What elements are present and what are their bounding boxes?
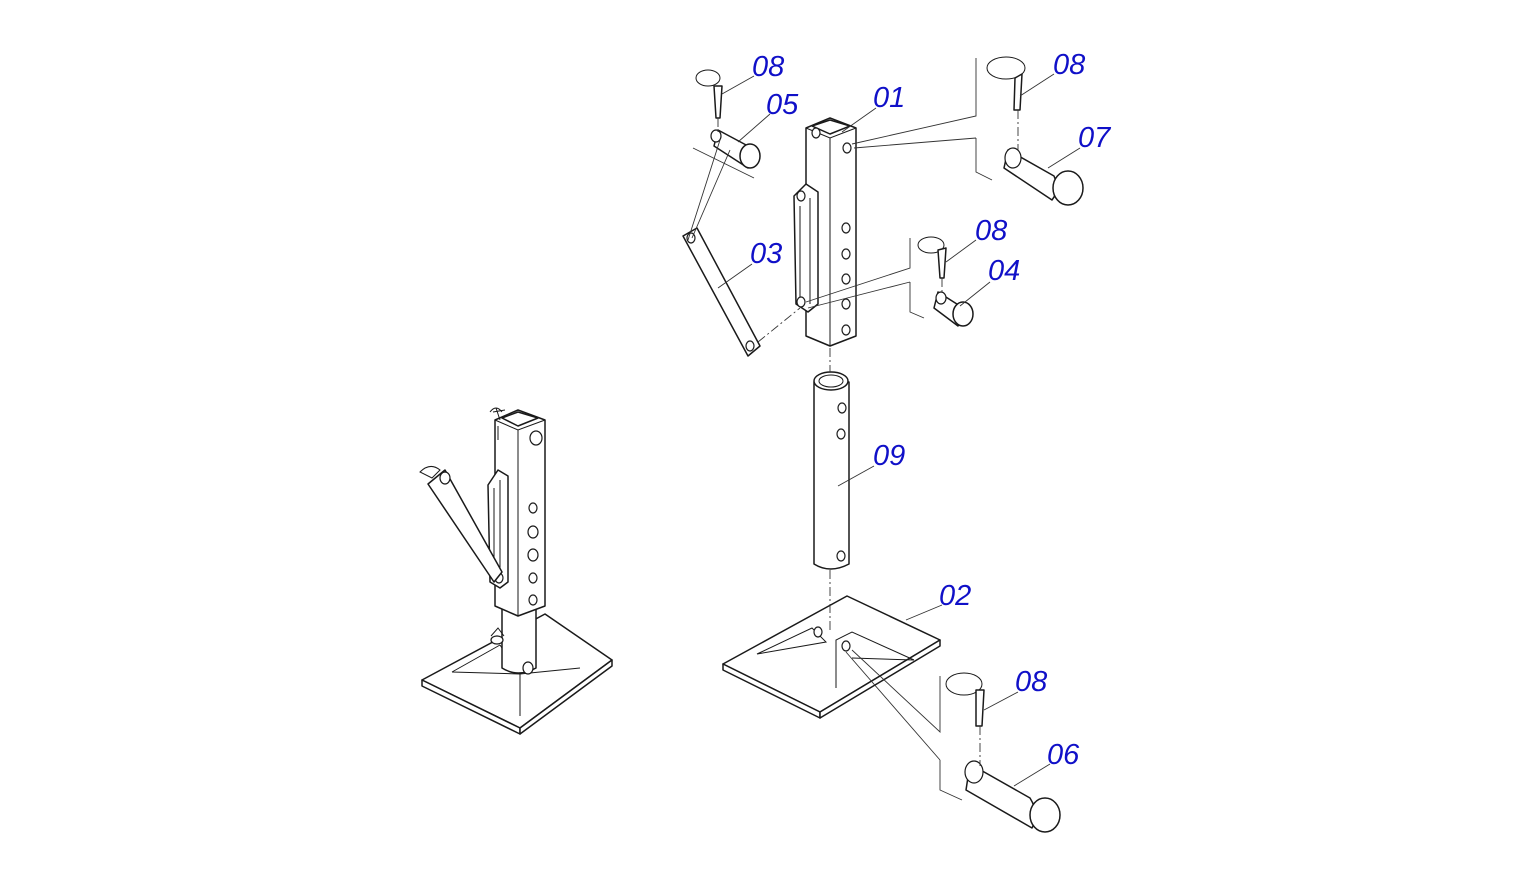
callout-07: 07 — [1078, 122, 1112, 154]
callout-06: 06 — [1047, 739, 1080, 771]
callout-04: 04 — [988, 255, 1020, 287]
pin-04-with-ring-08 — [917, 236, 974, 327]
square-column-part-01 — [793, 117, 857, 347]
pin-06-with-ring-08 — [945, 672, 1061, 833]
pin-05-with-ring-08 — [695, 69, 761, 169]
callout-labels: 08 05 01 08 07 08 03 04 09 02 08 06 — [750, 49, 1112, 771]
round-tube-part-09 — [813, 371, 850, 570]
callout-08-bottom: 08 — [1015, 666, 1047, 698]
callout-03: 03 — [750, 238, 782, 270]
detail-projection-lines — [687, 58, 1019, 801]
callout-08-middle: 08 — [975, 215, 1007, 247]
callout-08-top-left: 08 — [752, 51, 784, 83]
callout-02: 02 — [939, 580, 971, 612]
assembled-stand-view — [419, 407, 613, 735]
lever-part-03 — [682, 227, 761, 357]
callout-05: 05 — [766, 89, 799, 121]
callout-01: 01 — [873, 82, 905, 114]
callout-08-top-right: 08 — [1053, 49, 1085, 81]
leader-lines — [717, 73, 1081, 787]
pin-07-with-ring-08 — [986, 56, 1084, 206]
base-plate-part-02 — [722, 595, 941, 719]
callout-09: 09 — [873, 440, 905, 472]
